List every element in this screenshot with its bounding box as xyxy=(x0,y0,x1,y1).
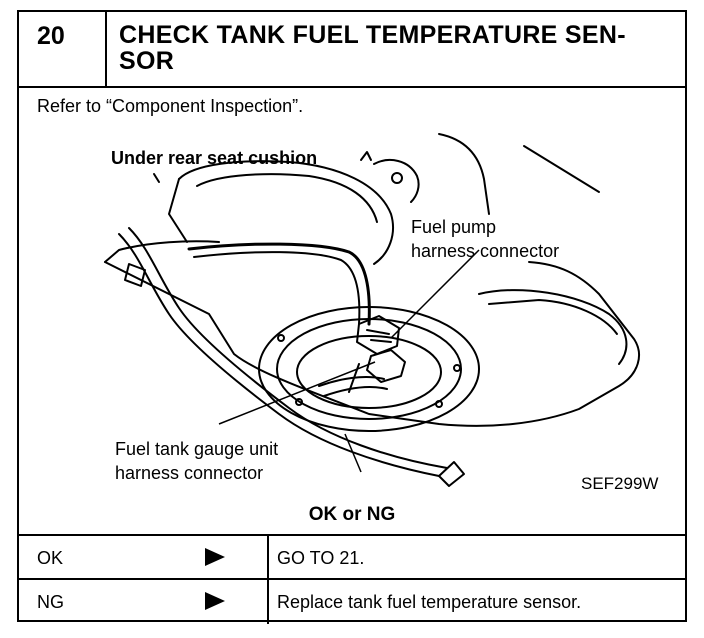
result-label: NG xyxy=(37,592,64,612)
seat-leader-tick xyxy=(153,173,160,183)
result-action: Replace tank fuel temperature sensor. xyxy=(277,592,582,612)
label-pump-connector: Fuel pump harness connector xyxy=(411,215,559,263)
result-label: OK xyxy=(37,548,64,568)
plate-bolt-4 xyxy=(295,398,303,406)
panel-edge xyxy=(104,240,220,263)
sensor-location-figure: Under rear seat cushion Fuel pump harnes… xyxy=(19,124,685,502)
fuel-tank-illustration xyxy=(104,133,640,487)
harness-end xyxy=(438,461,465,487)
plate-bolt-1 xyxy=(277,334,285,342)
step-number: 20 xyxy=(19,12,107,86)
step-title-line-1: CHECK TANK FUEL TEMPERATURE SEN- xyxy=(119,21,626,49)
gauge-leader-2 xyxy=(344,433,362,473)
harness-left xyxy=(118,233,440,477)
plate-bolt-3 xyxy=(435,400,443,408)
seat-support xyxy=(168,178,188,243)
gauge-unit-tube-2 xyxy=(323,386,388,397)
clip xyxy=(124,263,146,287)
result-row-ok: OK GO TO 21. xyxy=(19,534,685,580)
procedure-frame: 20 CHECK TANK FUEL TEMPERATURE SEN- SOR … xyxy=(17,10,687,624)
pump-leader xyxy=(390,249,480,339)
label-pump-connector-line-2: harness connector xyxy=(411,241,560,261)
floor-panel xyxy=(104,261,640,427)
plate-bolt-2 xyxy=(453,364,461,372)
seat-leader xyxy=(360,151,372,161)
gauge-unit-plate xyxy=(296,335,442,409)
result-heading: OK or NG xyxy=(308,504,396,525)
result-action: GO TO 21. xyxy=(277,548,365,568)
gauge-leader xyxy=(218,361,376,425)
seat-bracket-inner xyxy=(196,173,378,223)
result-row-ng: NG Replace tank fuel temperature sensor. xyxy=(19,578,685,624)
gauge-connector-shape xyxy=(366,349,406,383)
step-title-line-2: SOR xyxy=(119,47,175,75)
panel-line-diagonal xyxy=(523,145,600,193)
seat-bracket xyxy=(178,160,394,265)
label-gauge-connector-line-1: Fuel tank gauge unit xyxy=(115,439,279,459)
access-ring-inner xyxy=(276,318,462,420)
panel-recess xyxy=(478,289,628,365)
step-header: 20 CHECK TANK FUEL TEMPERATURE SEN- SOR xyxy=(19,12,685,88)
label-under-seat: Under rear seat cushion xyxy=(111,148,318,168)
panel-recess-inner xyxy=(488,299,618,335)
figure-code: SEF299W xyxy=(581,474,659,493)
label-gauge-connector: Fuel tank gauge unit harness connector xyxy=(115,437,278,485)
arrow-right-icon xyxy=(205,592,225,610)
column-divider xyxy=(267,580,269,624)
step-title: CHECK TANK FUEL TEMPERATURE SEN- SOR xyxy=(119,22,669,74)
label-pump-connector-line-1: Fuel pump xyxy=(411,217,497,237)
column-divider xyxy=(267,536,269,580)
panel-line-right xyxy=(438,133,490,215)
fuel-hose-edge xyxy=(193,251,361,325)
pump-connector-detail xyxy=(366,329,392,343)
harness-left-edge xyxy=(128,227,448,469)
gauge-unit-tube xyxy=(318,376,385,387)
fuel-hose xyxy=(187,242,371,326)
pump-connector-shape xyxy=(356,315,400,355)
instruction-text: Refer to “Component Inspection”. xyxy=(37,96,304,116)
arrow-right-icon xyxy=(205,548,225,566)
seat-bracket-top xyxy=(373,159,420,203)
access-ring-outer xyxy=(258,306,480,432)
bolt-hole xyxy=(391,172,403,184)
label-gauge-connector-line-2: harness connector xyxy=(115,463,264,483)
